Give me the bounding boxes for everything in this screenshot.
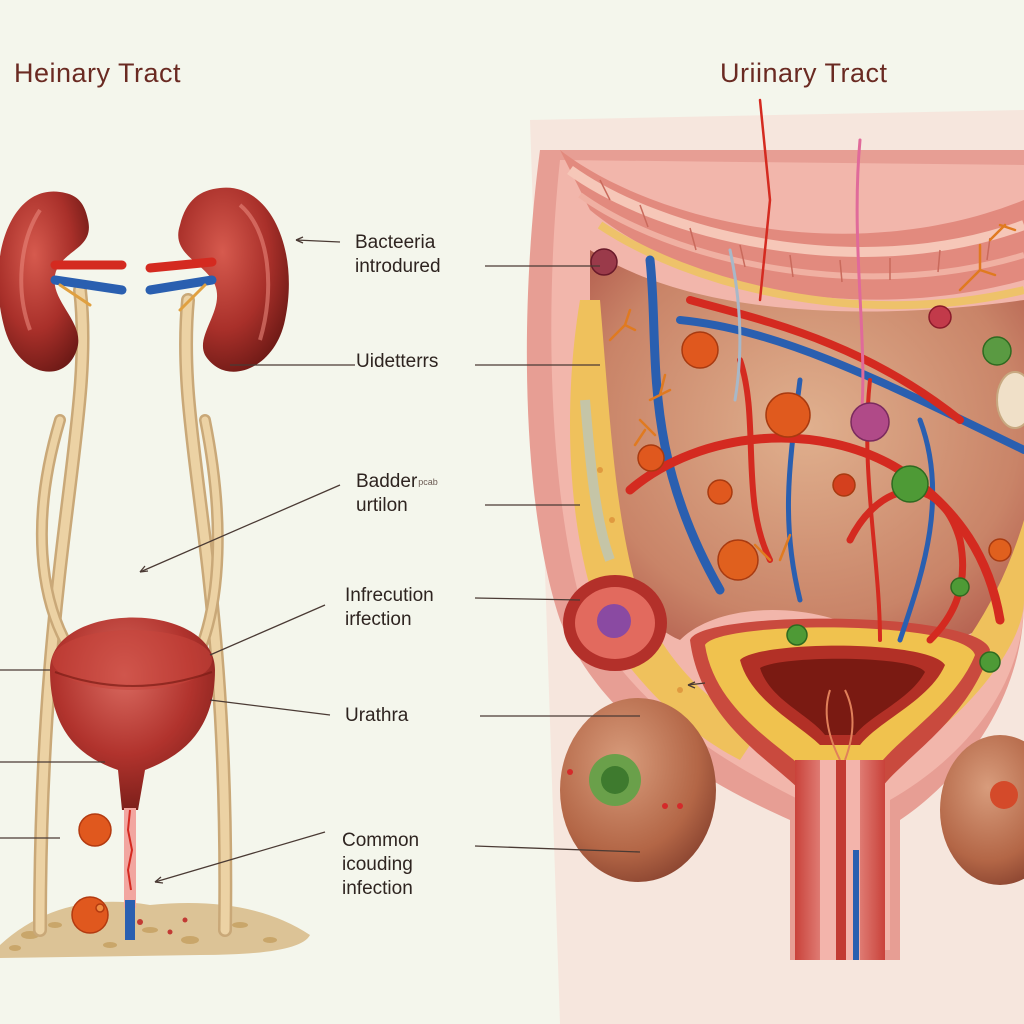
label-common-line1: Common: [342, 830, 420, 851]
label-common-line3: infection: [342, 878, 413, 899]
label-ureters: Uidetterrs: [356, 351, 439, 372]
blood-vessels-right: [625, 98, 1024, 644]
lower-organ-right: [940, 735, 1024, 885]
label-urethra: Urathra: [345, 705, 409, 726]
bladder-left: [50, 617, 215, 810]
label-common-infection: Common icouding infection: [342, 829, 419, 901]
label-bacteria-line1: Bacteeria: [355, 232, 436, 253]
label-infection: Infrecution irfection: [345, 584, 434, 632]
side-cyst: [996, 371, 1024, 429]
renal-vessels-left: [50, 257, 217, 312]
inflamed-area: [563, 575, 667, 671]
bladder-neck: [690, 618, 990, 790]
right-diagram: [474, 98, 1024, 1024]
label-bladder-urtilon: Badderpcab urtilon: [356, 470, 438, 518]
label-bladder-line2: urtilon: [356, 495, 408, 516]
label-infection-line2: irfection: [345, 609, 412, 630]
label-common-line2: icouding: [342, 854, 413, 875]
label-bacteria-introduced: Bacteeria introdured: [355, 231, 441, 279]
left-diagram: [0, 187, 355, 958]
label-bladder-line1-wrap: Badderpcab: [356, 470, 438, 494]
lower-organ-left: [560, 698, 716, 882]
right-diagram-title: Uriinary Tract: [720, 58, 888, 88]
urethra-left: [124, 808, 136, 940]
pointer-lines-left: [0, 236, 355, 884]
label-infection-line1: Infrecution: [345, 585, 434, 606]
left-diagram-title: Heinary Tract: [14, 58, 182, 88]
bacteria-cluster-left: [71, 813, 112, 934]
bacteria-right: [590, 248, 1012, 673]
top-muscle-band: [560, 150, 1024, 310]
pointer-lines-right: [474, 265, 706, 853]
label-bacteria-line2: introdured: [355, 256, 441, 277]
label-bladder-small: pcab: [418, 477, 438, 487]
left-kidney: [0, 191, 89, 372]
nerve-branches: [608, 223, 1017, 562]
urethra-right: [795, 760, 885, 960]
ureters-left: [33, 283, 233, 937]
label-bladder-line1: Badder: [356, 471, 418, 492]
right-kidney: [178, 187, 289, 372]
